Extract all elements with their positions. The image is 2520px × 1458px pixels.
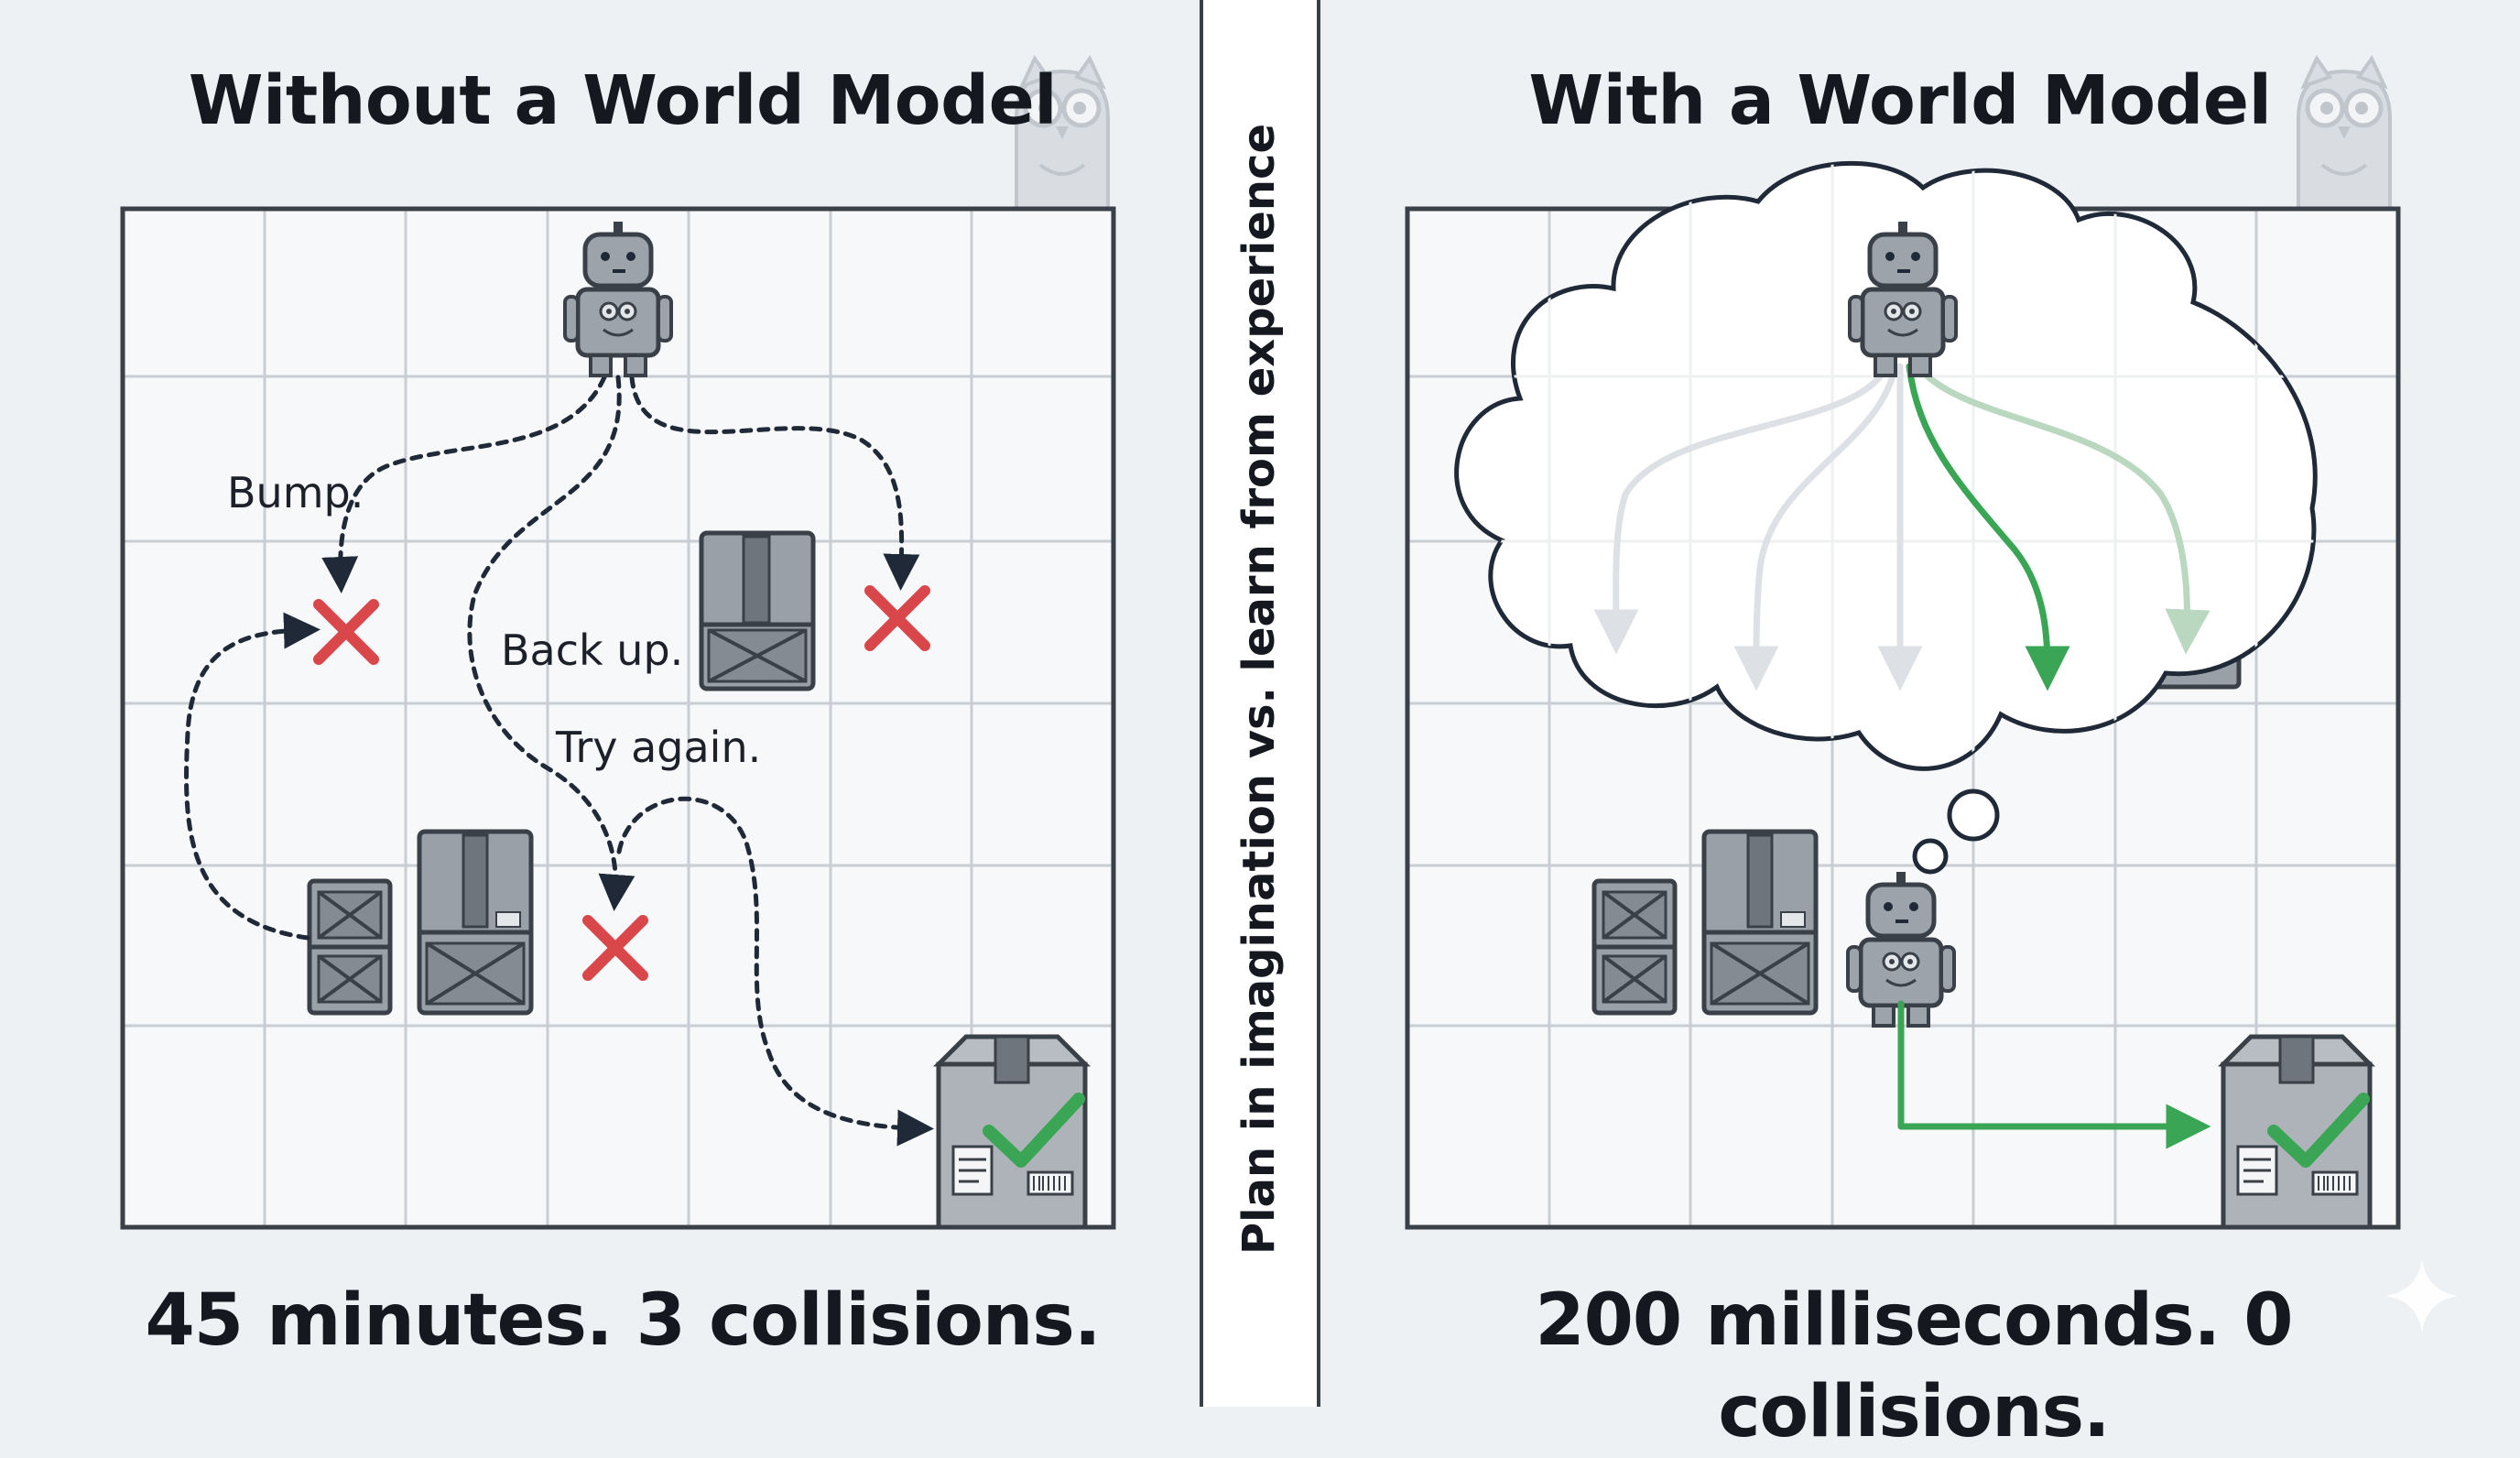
executed-path: [1897, 1000, 2211, 1149]
delivery-box-icon: [932, 1034, 1092, 1230]
imagined-path: [1733, 363, 1899, 691]
robot-icon: [1846, 872, 1956, 1028]
right-panel-title: With a World Model: [1528, 61, 2272, 140]
path-loop-back: [184, 612, 320, 941]
owl-mascot-icon: [2297, 55, 2392, 211]
path-back-up: [467, 375, 635, 911]
imagined-path: [1915, 363, 2210, 655]
crate-icon: [1591, 878, 1678, 1016]
divider-band: [1200, 0, 1320, 1407]
path-to-right-x: [629, 375, 920, 591]
path-to-bump: [321, 375, 607, 593]
crate-icon: [1701, 829, 1819, 1016]
sparkle-icon: [2385, 1259, 2459, 1333]
robot-icon: [563, 222, 673, 377]
delivery-box-icon: [2217, 1034, 2376, 1230]
checkmark-icon: [983, 1093, 1085, 1168]
trial-paths: [184, 375, 934, 1147]
thought-cloud-icon: [1454, 160, 2318, 875]
chosen-imagined-path: [1906, 363, 2070, 691]
checkmark-icon: [2267, 1093, 2370, 1168]
owl-mascot-icon: [1015, 55, 1110, 211]
crate-icon: [417, 829, 534, 1016]
thought-bubble: [1947, 789, 2000, 842]
diagram-canvas: [120, 0, 2459, 1407]
divider-caption: Plan in imagination vs. learn from exper…: [1233, 123, 1285, 1255]
comparison-figure: Without a World Model With a World Model…: [120, 0, 2459, 1453]
imagined-paths: [1593, 363, 2210, 691]
thought-bubble: [1912, 838, 1949, 875]
crate-icon: [699, 530, 816, 691]
right-result-caption: 200 milliseconds. 0 collisions.: [1535, 1279, 2293, 1453]
note-back-up: Back up.: [501, 626, 684, 675]
crate-icon: [307, 878, 393, 1016]
note-try-again: Try again.: [556, 723, 762, 772]
collision-x-icon: [582, 915, 648, 981]
collision-x-icon: [864, 585, 930, 651]
robot-icon: [1848, 222, 1958, 377]
imagined-path: [1593, 363, 1890, 655]
left-panel-title: Without a World Model: [188, 61, 1058, 140]
note-bump: Bump.: [227, 468, 364, 517]
collision-x-icon: [313, 599, 379, 665]
path-to-goal: [616, 796, 934, 1147]
left-result-caption: 45 minutes. 3 collisions.: [145, 1279, 1102, 1362]
